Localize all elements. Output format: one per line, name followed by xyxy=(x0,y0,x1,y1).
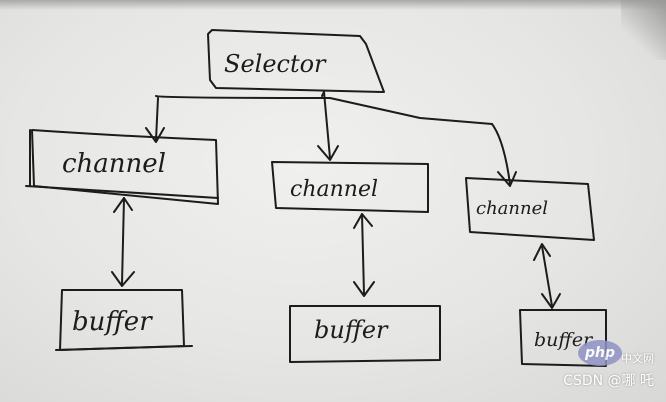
php-logo-badge: php xyxy=(578,340,622,366)
channel-box-2 xyxy=(271,161,429,213)
selector-box xyxy=(207,29,385,93)
channel-box-1 xyxy=(31,129,219,205)
buffer-label-3: buffer xyxy=(534,329,594,351)
watermark-cn-text: 中文网 xyxy=(621,352,654,365)
watermark: CSDN @哪 吒 xyxy=(563,370,654,390)
watermark-credit: CSDN @哪 吒 xyxy=(563,373,654,389)
channel-label-1: channel xyxy=(62,149,166,179)
branch-line xyxy=(155,95,493,125)
selector-label: Selector xyxy=(224,50,327,78)
php-badge-text: php xyxy=(584,345,615,361)
channel-label-2: channel xyxy=(290,177,378,202)
buffer-box-3 xyxy=(519,309,607,367)
paper-shadow-top xyxy=(0,0,666,10)
paper-shadow-corner xyxy=(621,0,666,60)
double-arrow-3 xyxy=(541,245,553,307)
channel-box-3 xyxy=(465,177,595,241)
arrow-to-channel-2-head xyxy=(317,145,339,161)
double-arrow-2 xyxy=(361,213,365,295)
arrow-to-channel-1-head xyxy=(145,127,165,143)
arrow-to-channel-3-head xyxy=(497,171,517,187)
double-arrow-1 xyxy=(121,197,125,285)
buffer-label-1: buffer xyxy=(72,307,153,337)
buffer-box-2 xyxy=(289,305,441,363)
buffer-label-2: buffer xyxy=(314,316,389,344)
channel-label-3: channel xyxy=(476,198,548,219)
arrow-to-channel-3 xyxy=(491,123,511,185)
arrow-to-channel-2 xyxy=(323,91,331,159)
arrow-to-channel-1 xyxy=(155,97,159,141)
